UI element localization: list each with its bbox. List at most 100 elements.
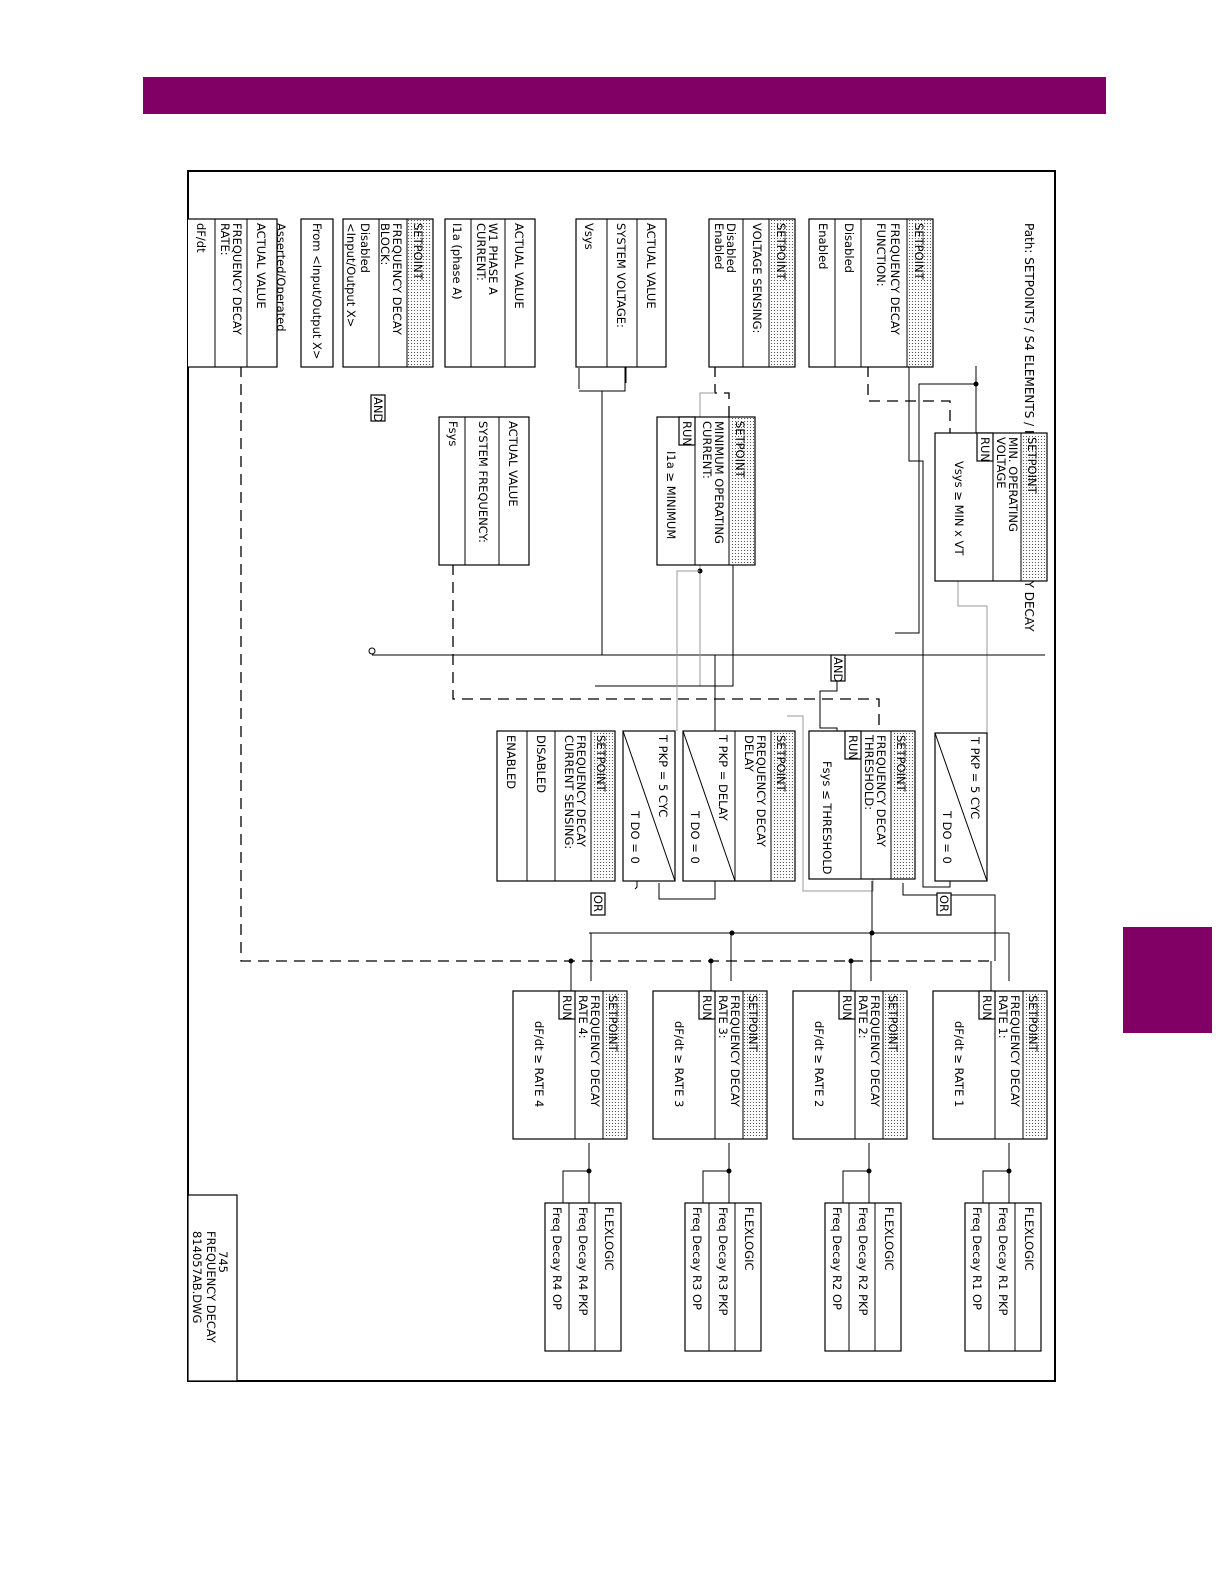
svg-text:From <Input/Output X>: From <Input/Output X> xyxy=(310,223,324,360)
svg-text:dF/dt ≥ RATE 1: dF/dt ≥ RATE 1 xyxy=(952,1021,966,1107)
svg-text:Freq Decay R3 OP: Freq Decay R3 OP xyxy=(690,1207,704,1310)
wire-fsys xyxy=(452,564,880,731)
or-gate-2: OR xyxy=(936,892,952,916)
cmp-voltage-box: SETPOINT MIN. OPERATING VOLTAGE RUN Vsys… xyxy=(934,432,1048,582)
svg-text:Disabled: Disabled xyxy=(724,223,738,273)
wire-voltage-bypass xyxy=(895,383,976,634)
and-block-gate: AND xyxy=(370,394,386,422)
wire-i1a-grey xyxy=(699,392,715,686)
wire-dfdt xyxy=(240,366,991,962)
svg-text:dF/dt ≥ RATE 3: dF/dt ≥ RATE 3 xyxy=(672,1021,686,1107)
svg-text:SETPOINT: SETPOINT xyxy=(912,223,926,281)
timer-delay-box: SETPOINT FREQUENCY DECAY DELAY T PKP = D… xyxy=(682,730,796,882)
svg-text:SETPOINT: SETPOINT xyxy=(886,995,900,1053)
cmp-current-box: SETPOINT MINIMUM OPERATING CURRENT: RUN … xyxy=(656,416,756,566)
svg-text:FLEXLOGIC: FLEXLOGIC xyxy=(1022,1207,1036,1271)
node-delay-out xyxy=(869,930,875,936)
svg-text:RUN: RUN xyxy=(980,995,994,1020)
svg-text:Enabled: Enabled xyxy=(712,223,726,269)
rate-4-box: SETPOINT FREQUENCY DECAY RATE 4: RUN dF/… xyxy=(512,990,628,1140)
svg-text:ACTUAL VALUE: ACTUAL VALUE xyxy=(644,223,658,309)
wire-i1a xyxy=(714,366,730,417)
sp-block-box: SETPOINT FREQUENCY DECAY BLOCK: Disabled… xyxy=(342,218,434,368)
and-main-gate: AND xyxy=(830,654,846,682)
wire-and-main-out xyxy=(819,681,838,733)
timer-2-box: T PKP = 5 CYC T DO = 0 xyxy=(622,730,676,882)
input-from-box: From <Input/Output X> xyxy=(300,218,334,368)
svg-text:T PKP = 5 CYC: T PKP = 5 CYC xyxy=(968,736,982,819)
svg-text:FREQUENCY DECAY: FREQUENCY DECAY xyxy=(874,735,888,848)
diagram-frame xyxy=(187,170,1056,1382)
wire-or1-stub xyxy=(634,881,638,890)
sp-voltage-box: SETPOINT VOLTAGE SENSING: Disabled Enabl… xyxy=(708,218,796,368)
flexlogic-r3-box: FLEXLOGIC Freq Decay R3 PKP Freq Decay R… xyxy=(684,1202,762,1352)
chapter-tab xyxy=(1123,927,1212,1033)
svg-text:FREQUENCY DECAY: FREQUENCY DECAY xyxy=(1008,995,1022,1108)
svg-text:Disabled: Disabled xyxy=(358,223,372,273)
wire-threshold-out xyxy=(787,715,874,892)
svg-text:FREQUENCY DECAY: FREQUENCY DECAY xyxy=(588,995,602,1108)
svg-text:I1a (phase A): I1a (phase A) xyxy=(450,223,464,300)
svg-text:dF/dt ≥ RATE 2: dF/dt ≥ RATE 2 xyxy=(812,1021,826,1107)
svg-text:Freq Decay R3 PKP: Freq Decay R3 PKP xyxy=(716,1207,730,1315)
wire-flex-r1-op xyxy=(982,1170,1009,1207)
wire-flex-r2-op xyxy=(842,1170,869,1207)
svg-text:T DO = 0: T DO = 0 xyxy=(688,810,702,864)
svg-text:BLOCK:: BLOCK: xyxy=(378,223,392,265)
rate-1-box: SETPOINT FREQUENCY DECAY RATE 1: RUN dF/… xyxy=(932,990,1048,1140)
logic-diagram-svg: Path: SETPOINTS / S4 ELEMENTS / FREQUENC… xyxy=(188,218,1048,1381)
wire-cmp-current-out xyxy=(595,549,734,687)
svg-text:MIN. OPERATING: MIN. OPERATING xyxy=(1006,437,1020,532)
node-block-invert xyxy=(368,647,376,655)
svg-text:SETPOINT: SETPOINT xyxy=(594,735,608,793)
flexlogic-r1-box: FLEXLOGIC Freq Decay R1 PKP Freq Decay R… xyxy=(964,1202,1042,1352)
svg-text:RATE 2:: RATE 2: xyxy=(856,995,870,1039)
wire-cmp-voltage-out xyxy=(957,579,988,733)
svg-text:OR: OR xyxy=(591,895,605,912)
svg-text:RUN: RUN xyxy=(846,735,860,760)
title-name: FREQUENCY DECAY xyxy=(204,1231,218,1344)
svg-text:SETPOINT: SETPOINT xyxy=(774,223,788,281)
flexlogic-r4-box: FLEXLOGIC Freq Decay R4 PKP Freq Decay R… xyxy=(544,1202,622,1352)
svg-text:SETPOINT: SETPOINT xyxy=(1025,437,1039,495)
svg-text:FREQUENCY DECAY: FREQUENCY DECAY xyxy=(728,995,742,1108)
svg-text:W1 PHASE A: W1 PHASE A xyxy=(486,223,500,295)
svg-text:Freq Decay R2 OP: Freq Decay R2 OP xyxy=(830,1207,844,1310)
svg-text:VOLTAGE SENSING:: VOLTAGE SENSING: xyxy=(750,223,764,333)
svg-text:RUN: RUN xyxy=(560,995,574,1020)
svg-text:ACTUAL VALUE: ACTUAL VALUE xyxy=(254,223,268,309)
svg-text:dF/dt: dF/dt xyxy=(194,223,208,253)
svg-text:I1a ≥ MINIMUM: I1a ≥ MINIMUM xyxy=(664,451,678,539)
svg-text:MINIMUM OPERATING: MINIMUM OPERATING xyxy=(712,421,726,544)
svg-text:OR: OR xyxy=(937,895,951,912)
svg-text:RUN: RUN xyxy=(840,995,854,1020)
svg-text:T PKP = DELAY: T PKP = DELAY xyxy=(716,734,730,822)
av-voltage-box: ACTUAL VALUE SYSTEM VOLTAGE: Vsys xyxy=(575,218,667,368)
svg-text:VOLTAGE: VOLTAGE xyxy=(994,437,1008,489)
svg-text:SETPOINT: SETPOINT xyxy=(894,735,908,793)
svg-text:AND: AND xyxy=(371,397,385,422)
wire-flex-r4-op xyxy=(562,1170,589,1207)
svg-text:Fsys ≤ THRESHOLD: Fsys ≤ THRESHOLD xyxy=(820,761,834,875)
svg-text:Disabled: Disabled xyxy=(842,223,856,273)
svg-text:SYSTEM FREQUENCY:: SYSTEM FREQUENCY: xyxy=(476,421,490,543)
rate-2-box: SETPOINT FREQUENCY DECAY RATE 2: RUN dF/… xyxy=(792,990,908,1140)
svg-text:dF/dt ≥ RATE 4: dF/dt ≥ RATE 4 xyxy=(532,1021,546,1107)
svg-text:FUNCTION:: FUNCTION: xyxy=(874,223,888,287)
svg-text:Freq Decay R4 PKP: Freq Decay R4 PKP xyxy=(576,1207,590,1315)
av-current-box: ACTUAL VALUE W1 PHASE A CURRENT: I1a (ph… xyxy=(444,218,536,368)
header-bar xyxy=(143,77,1106,114)
svg-text:FREQUENCY DECAY: FREQUENCY DECAY xyxy=(390,223,404,336)
title-model: 745 xyxy=(216,1251,230,1273)
svg-text:FLEXLOGIC: FLEXLOGIC xyxy=(882,1207,896,1271)
svg-text:SETPOINT: SETPOINT xyxy=(411,223,425,281)
cmp-threshold-box: SETPOINT FREQUENCY DECAY THRESHOLD: RUN … xyxy=(808,730,916,880)
svg-text:DISABLED: DISABLED xyxy=(534,735,548,793)
svg-text:Vsys ≥ MIN x VT: Vsys ≥ MIN x VT xyxy=(952,461,966,557)
svg-text:THRESHOLD:: THRESHOLD: xyxy=(862,734,876,810)
svg-text:AND: AND xyxy=(831,657,845,682)
svg-text:DELAY: DELAY xyxy=(742,735,756,773)
svg-text:SYSTEM VOLTAGE:: SYSTEM VOLTAGE: xyxy=(614,223,628,328)
svg-text:RUN: RUN xyxy=(978,437,992,462)
svg-text:FLEXLOGIC: FLEXLOGIC xyxy=(742,1207,756,1271)
